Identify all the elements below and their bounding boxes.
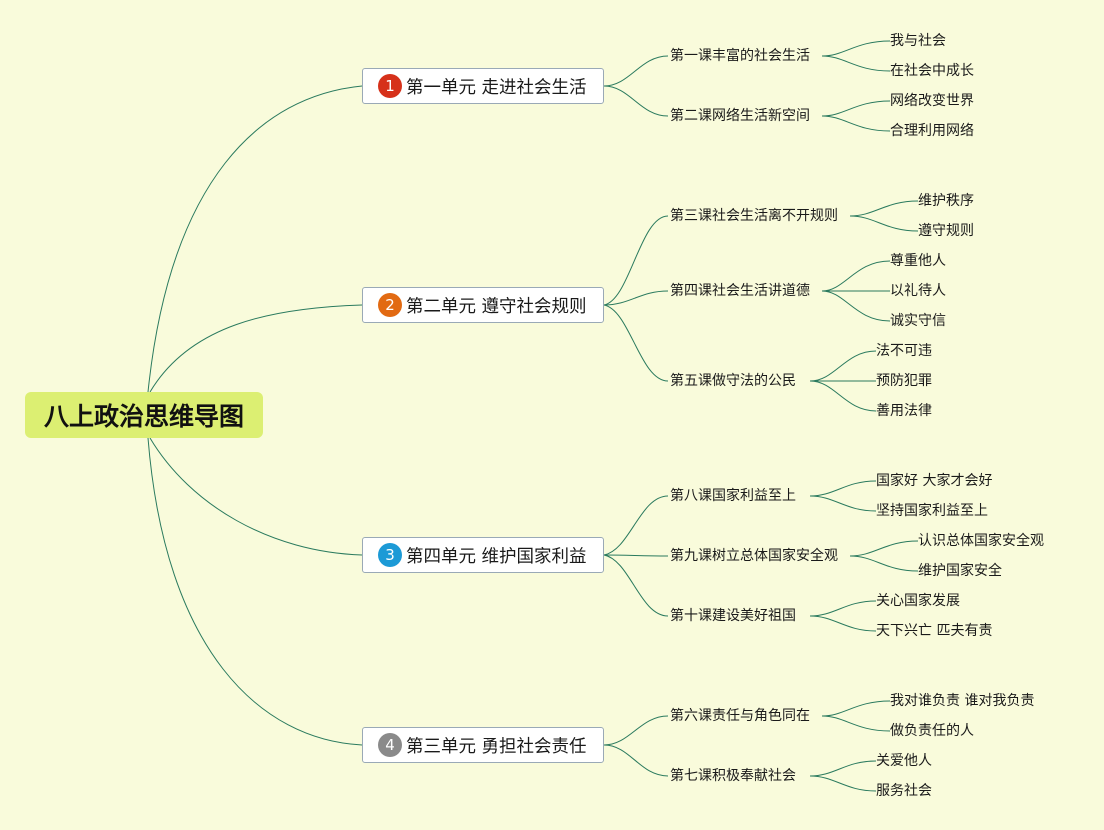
topic-node[interactable]: 维护国家安全: [918, 563, 1002, 579]
unit-node-4[interactable]: 4 第三单元 勇担社会责任: [362, 727, 604, 763]
connector-lesson2-point1: [821, 100, 891, 117]
connector-unit2-lesson5: [603, 304, 669, 382]
lesson-node[interactable]: 第八课国家利益至上: [670, 488, 796, 504]
unit-node-2[interactable]: 2 第二单元 遵守社会规则: [362, 287, 604, 323]
connector-lesson9-point2: [849, 555, 919, 572]
lesson-node[interactable]: 第六课责任与角色同在: [670, 708, 810, 724]
topic-node[interactable]: 网络改变世界: [890, 93, 974, 109]
connector-lesson8-point1: [809, 480, 877, 497]
lesson-node[interactable]: 第一课丰富的社会生活: [670, 48, 810, 64]
lesson-node[interactable]: 第三课社会生活离不开规则: [670, 208, 838, 224]
topic-node[interactable]: 尊重他人: [890, 253, 946, 269]
topic-node[interactable]: 善用法律: [876, 403, 932, 419]
topic-node[interactable]: 坚持国家利益至上: [876, 503, 988, 519]
connector-lesson5-point3: [809, 380, 877, 412]
topic-node[interactable]: 我与社会: [890, 33, 946, 49]
topic-node[interactable]: 法不可违: [876, 343, 932, 359]
connector-lesson6-point2: [821, 715, 891, 732]
connector-root-unit2: [149, 304, 363, 393]
connector-unit4-lesson7: [603, 744, 669, 777]
connector-unit1-lesson1: [603, 55, 669, 87]
topic-node[interactable]: 天下兴亡 匹夫有责: [876, 623, 993, 639]
connector-unit3-lesson8: [603, 495, 669, 556]
connector-lesson4-point3: [821, 290, 891, 322]
connector-lesson10-point2: [809, 615, 877, 632]
connector-lesson10-point1: [809, 600, 877, 617]
connector-lesson2-point2: [821, 115, 891, 132]
number-badge-icon: 3: [378, 543, 402, 567]
connector-root-unit1: [147, 85, 363, 393]
unit-node-1[interactable]: 1 第一单元 走进社会生活: [362, 68, 604, 104]
topic-node[interactable]: 关心国家发展: [876, 593, 960, 609]
connector-root-unit3: [149, 437, 363, 556]
connector-lesson1-point1: [821, 40, 891, 57]
topic-node[interactable]: 以礼待人: [890, 283, 946, 299]
number-badge-icon: 1: [378, 74, 402, 98]
number-badge-icon: 4: [378, 733, 402, 757]
topic-node[interactable]: 合理利用网络: [890, 123, 974, 139]
connector-unit2-lesson3: [603, 215, 669, 306]
connector-lesson9-point1: [849, 540, 919, 557]
topic-node[interactable]: 预防犯罪: [876, 373, 932, 389]
connector-lesson7-point1: [809, 760, 877, 777]
unit-label: 第三单元 勇担社会责任: [406, 736, 587, 757]
topic-node[interactable]: 我对谁负责 谁对我负责: [890, 693, 1035, 709]
connector-unit3-lesson10: [603, 554, 669, 617]
connector-lesson4-point1: [821, 260, 891, 292]
topic-node[interactable]: 关爱他人: [876, 753, 932, 769]
topic-node[interactable]: 国家好 大家才会好: [876, 473, 993, 489]
connector-lesson7-point2: [809, 775, 877, 792]
connector-unit2-lesson4: [603, 290, 669, 306]
topic-node[interactable]: 诚实守信: [890, 313, 946, 329]
number-badge-icon: 2: [378, 293, 402, 317]
lesson-node[interactable]: 第七课积极奉献社会: [670, 768, 796, 784]
topic-node[interactable]: 在社会中成长: [890, 63, 974, 79]
topic-node[interactable]: 服务社会: [876, 783, 932, 799]
unit-label: 第二单元 遵守社会规则: [406, 296, 587, 317]
connector-unit1-lesson2: [603, 85, 669, 117]
connector-root-unit4: [147, 437, 363, 746]
unit-label: 第四单元 维护国家利益: [406, 546, 587, 567]
connector-unit3-lesson9: [603, 554, 669, 557]
connector-unit4-lesson6: [603, 715, 669, 746]
topic-node[interactable]: 遵守规则: [918, 223, 974, 239]
unit-node-3[interactable]: 3 第四单元 维护国家利益: [362, 537, 604, 573]
connector-lesson6-point1: [821, 700, 891, 717]
connector-lesson8-point2: [809, 495, 877, 512]
topic-node[interactable]: 维护秩序: [918, 193, 974, 209]
topic-node[interactable]: 做负责任的人: [890, 723, 974, 739]
lesson-node[interactable]: 第十课建设美好祖国: [670, 608, 796, 624]
lesson-node[interactable]: 第五课做守法的公民: [670, 373, 796, 389]
connector-lesson3-point1: [849, 200, 919, 217]
lesson-node[interactable]: 第九课树立总体国家安全观: [670, 548, 838, 564]
lesson-node[interactable]: 第四课社会生活讲道德: [670, 283, 810, 299]
topic-node[interactable]: 认识总体国家安全观: [918, 533, 1044, 549]
unit-label: 第一单元 走进社会生活: [406, 77, 587, 98]
connector-lesson5-point1: [809, 350, 877, 382]
connector-lesson3-point2: [849, 215, 919, 232]
root-node[interactable]: 八上政治思维导图: [25, 392, 263, 438]
lesson-node[interactable]: 第二课网络生活新空间: [670, 108, 810, 124]
connector-lesson1-point2: [821, 55, 891, 72]
